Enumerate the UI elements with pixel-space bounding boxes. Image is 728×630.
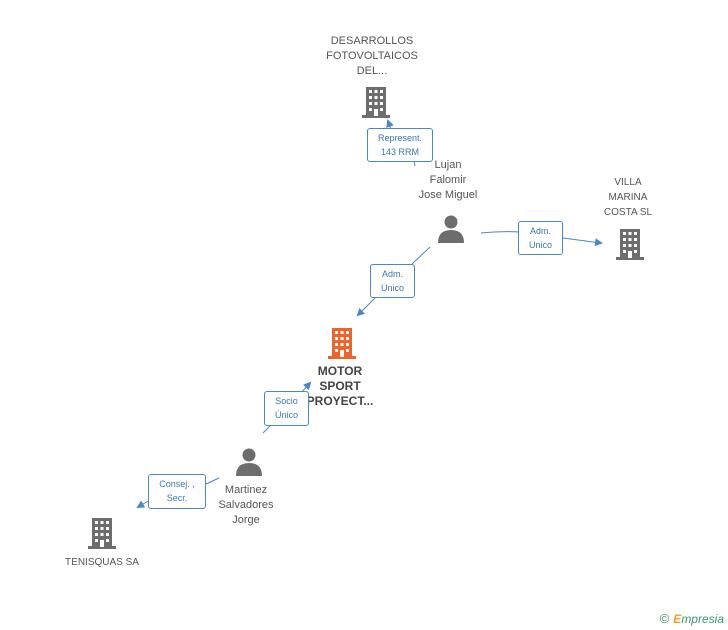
building-icon-villa (616, 229, 644, 260)
edge-adm-villa (480, 231, 521, 234)
person-icon-martinez (236, 448, 262, 476)
edge-label-represent[interactable]: Represent. 143 RRM (367, 128, 433, 162)
edge-consej-right (205, 477, 220, 485)
building-icon-tenisquas (88, 518, 116, 549)
empresia-logo: ©Empresia (660, 611, 724, 626)
person-icon-lujan (438, 215, 464, 243)
brand-initial: E (673, 612, 682, 626)
node-label-lujan[interactable]: Lujan Falomir Jose Miguel (418, 159, 478, 201)
node-label-villa[interactable]: VILLA MARINA COSTA SL (603, 177, 653, 218)
copyright-icon: © (659, 611, 670, 626)
edge-adm-motor-top (411, 246, 431, 265)
edge-label-consej[interactable]: Consej. , Secr. (148, 474, 206, 509)
edge-label-socio[interactable]: Socio Único (264, 391, 309, 426)
node-label-tenisquas[interactable]: TENISQUAS SA (65, 557, 139, 568)
building-icon-motor (328, 328, 356, 359)
node-label-motor[interactable]: MOTOR SPORT PROYECT... (306, 364, 374, 408)
edge-adm-villa-arrow (562, 237, 603, 247)
node-label-martinez[interactable]: Martinez Salvadores Jorge (218, 484, 274, 526)
edge-label-adm-motor[interactable]: Adm. Unico (370, 264, 415, 298)
brand-name: mpresia (681, 612, 724, 626)
node-label-desarrollos[interactable]: DESARROLLOS FOTOVOLTAICOS DEL... (326, 35, 418, 77)
building-icon-desarrollos (362, 87, 390, 118)
edge-adm-motor-arrow (356, 297, 376, 317)
edge-label-adm-villa[interactable]: Adm. Unico (518, 221, 563, 255)
